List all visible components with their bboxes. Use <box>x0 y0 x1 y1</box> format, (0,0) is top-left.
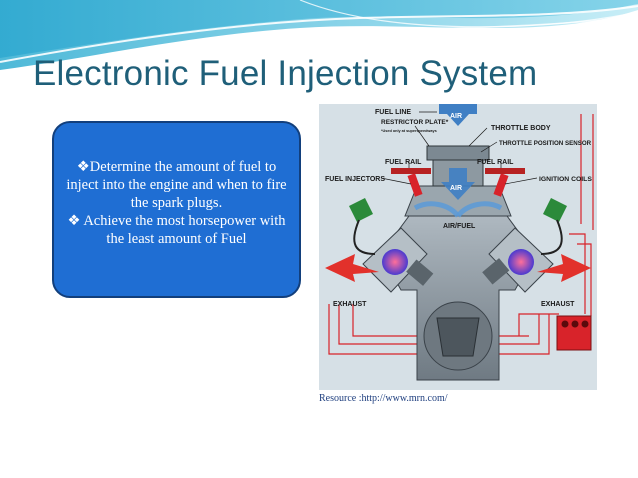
label-exhaust-right: EXHAUST <box>541 301 575 308</box>
exhaust-right-arrow <box>537 254 591 282</box>
bullet-item: ❖ Achieve the most horsepower with the l… <box>67 212 286 247</box>
right-cylinder <box>508 249 534 275</box>
label-air-fuel: AIR/FUEL <box>443 223 476 230</box>
header-wave-decoration <box>0 0 638 73</box>
air-inlet-arrow <box>439 104 477 126</box>
label-air-top: AIR <box>450 113 462 120</box>
label-restrictor-note: *Used only at superspeedways <box>381 129 437 133</box>
left-cylinder <box>382 249 408 275</box>
label-ignition-coils: IGNITION COILS <box>539 176 592 183</box>
air-arrow-mid <box>441 168 475 200</box>
label-exhaust-left: EXHAUST <box>333 301 367 308</box>
exhaust-left-arrow <box>325 254 379 282</box>
label-throttle-sensor: THROTTLE POSITION SENSOR <box>499 140 592 147</box>
label-throttle-body: THROTTLE BODY <box>491 125 551 132</box>
engine-diagram: FUEL LINE AIR RESTRICTOR PLATE* *Used on… <box>319 104 597 390</box>
slide-title: Electronic Fuel Injection System <box>33 54 538 93</box>
right-cylinder-bank <box>482 227 554 293</box>
throttle-body <box>426 145 490 161</box>
ignition-coil-right <box>543 198 567 222</box>
label-air-mid: AIR <box>450 185 462 192</box>
fuel-injector-right <box>493 173 509 197</box>
label-fuel-rail-right: FUEL RAIL <box>477 159 514 166</box>
fuel-injector-left <box>407 173 423 197</box>
ignition-coil-left <box>349 198 373 222</box>
label-restrictor-plate: RESTRICTOR PLATE* <box>381 119 449 126</box>
bullet-box: ❖Determine the amount of fuel to inject … <box>52 121 301 298</box>
label-fuel-injectors: FUEL INJECTORS <box>325 176 385 183</box>
left-cylinder-bank <box>362 227 434 293</box>
bullet-item: ❖Determine the amount of fuel to inject … <box>66 158 287 211</box>
resource-citation: Resource :http://www.mrn.com/ <box>319 393 448 404</box>
label-fuel-line: FUEL LINE <box>375 109 411 116</box>
crankshaft <box>436 317 480 357</box>
label-fuel-rail-left: FUEL RAIL <box>385 159 422 166</box>
